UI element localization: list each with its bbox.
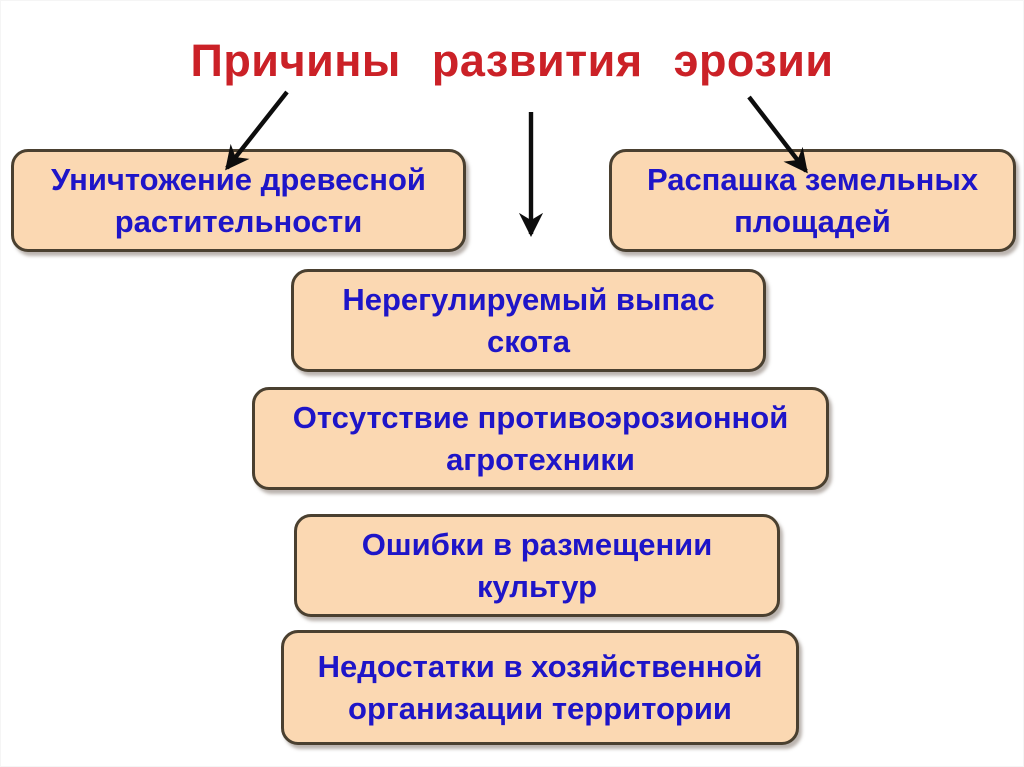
- page-title: Причины развития эрозии: [190, 35, 834, 86]
- cause-box-crop-placement-errors: Ошибки в размещении культур: [294, 514, 780, 617]
- cause-box-unregulated-grazing: Нерегулируемый выпас скота: [291, 269, 766, 372]
- cause-box-label: Отсутствие противоэрозионной агротехники: [292, 400, 789, 477]
- cause-box-label: Ошибки в размещении культур: [361, 527, 713, 604]
- cause-box-plowing-of-land: Распашка земельных площадей: [609, 149, 1016, 252]
- cause-box-label: Нерегулируемый выпас скота: [342, 282, 715, 359]
- cause-box-label: Уничтожение древесной растительности: [51, 162, 426, 239]
- cause-box-territory-organization-flaws: Недостатки в хозяйственной организации т…: [281, 630, 799, 745]
- cause-box-label: Недостатки в хозяйственной организации т…: [317, 649, 763, 726]
- cause-box-no-antierosion-agrotechnics: Отсутствие противоэрозионной агротехники: [252, 387, 829, 490]
- cause-box-destruction-of-vegetation: Уничтожение древесной растительности: [11, 149, 466, 252]
- cause-box-label: Распашка земельных площадей: [646, 162, 979, 239]
